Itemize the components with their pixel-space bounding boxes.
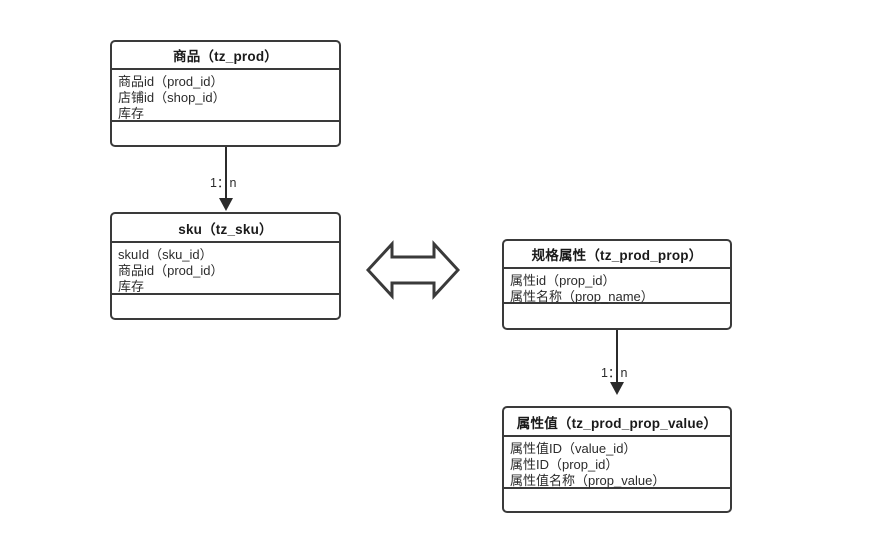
entity-field: 属性名称（prop_name） [510, 289, 654, 304]
entity-footer-tz-prod-prop-value [504, 489, 730, 511]
connector-line [616, 330, 618, 384]
entity-title-tz-prod-prop: 规格属性（tz_prod_prop） [504, 241, 730, 269]
entity-fields-tz-prod-prop-value: 属性值ID（value_id） 属性ID（prop_id） 属性值名称（prop… [504, 437, 730, 489]
entity-field: 属性ID（prop_id） [510, 457, 619, 472]
entity-title-tz-sku: sku（tz_sku） [112, 214, 339, 243]
entity-field: 库存 [118, 106, 145, 121]
connector-label: 1：n [210, 176, 237, 190]
entity-footer-tz-sku [112, 295, 339, 318]
entity-fields-tz-sku: skuId（sku_id） 商品id（prod_id） 库存 [112, 243, 339, 295]
entity-box-tz-prod[interactable]: 商品（tz_prod） 商品id（prod_id） 店铺id（shop_id） … [110, 40, 341, 147]
entity-title-tz-prod-prop-value: 属性值（tz_prod_prop_value） [504, 408, 730, 437]
arrowhead-icon [610, 382, 624, 395]
entity-field: 店铺id（shop_id） [118, 90, 226, 105]
entity-footer-tz-prod-prop [504, 304, 730, 328]
entity-box-tz-prod-prop-value[interactable]: 属性值（tz_prod_prop_value） 属性值ID（value_id） … [502, 406, 732, 513]
entity-field: 库存 [118, 279, 145, 294]
entity-fields-tz-prod-prop: 属性id（prop_id） 属性名称（prop_name） [504, 269, 730, 304]
entity-field: 属性值名称（prop_value） [510, 473, 666, 488]
entity-box-tz-sku[interactable]: sku（tz_sku） skuId（sku_id） 商品id（prod_id） … [110, 212, 341, 320]
entity-field: 属性id（prop_id） [510, 273, 616, 288]
entity-footer-tz-prod [112, 122, 339, 145]
entity-field: 商品id（prod_id） [118, 263, 224, 278]
entity-box-tz-prod-prop[interactable]: 规格属性（tz_prod_prop） 属性id（prop_id） 属性名称（pr… [502, 239, 732, 330]
connector-label: 1：n [601, 366, 628, 380]
double-headed-arrow-icon [366, 236, 460, 304]
entity-field: skuId（sku_id） [118, 247, 213, 262]
entity-field: 商品id（prod_id） [118, 74, 224, 89]
connector-line [225, 147, 227, 200]
entity-field: 属性值ID（value_id） [510, 441, 637, 456]
arrowhead-icon [219, 198, 233, 211]
entity-fields-tz-prod: 商品id（prod_id） 店铺id（shop_id） 库存 [112, 70, 339, 122]
entity-title-tz-prod: 商品（tz_prod） [112, 42, 339, 70]
